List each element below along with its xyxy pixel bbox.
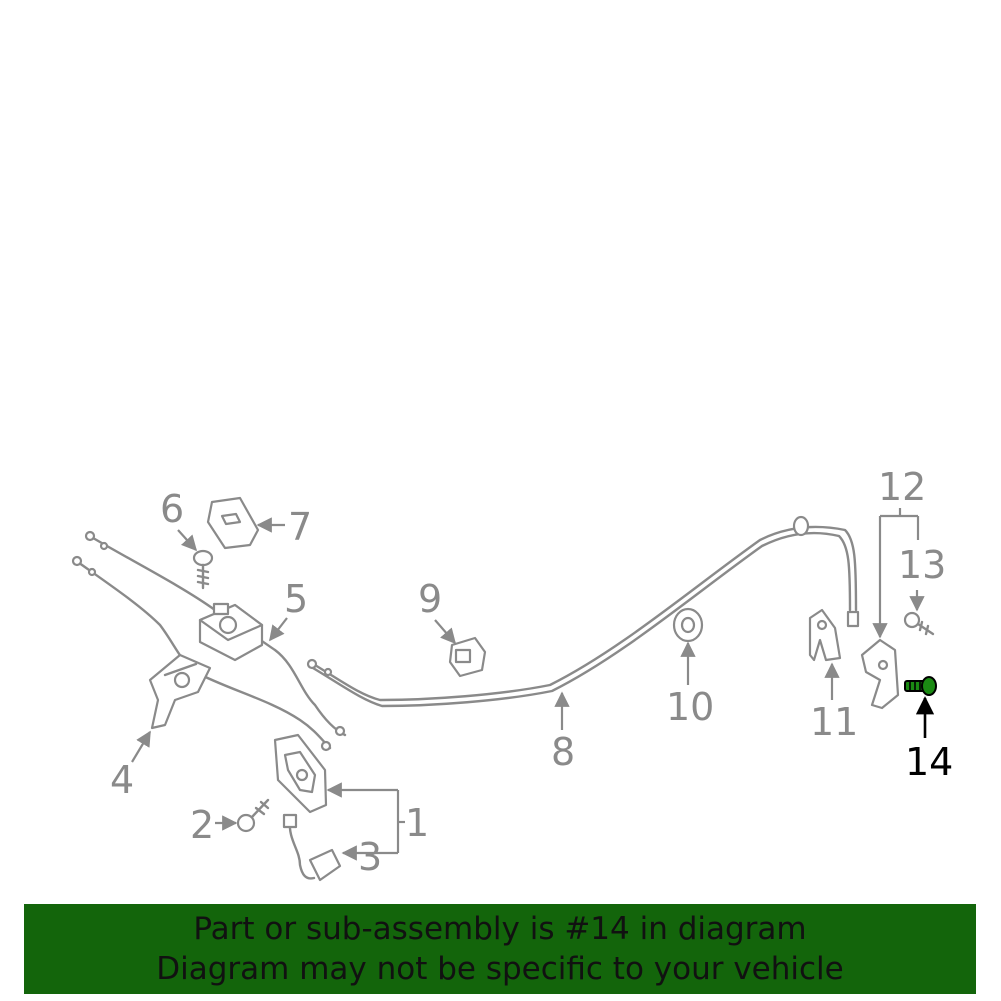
leader-lines: [131, 508, 935, 861]
part-info-banner: Part or sub-assembly is #14 in diagram D…: [24, 904, 976, 994]
sensor-part-3: [282, 813, 342, 882]
label-9: 9: [418, 577, 442, 621]
junction-box-part-5: [198, 602, 264, 662]
label-12: 12: [878, 465, 926, 509]
label-7: 7: [288, 505, 312, 549]
bolt-part-14-highlighted: [904, 676, 937, 696]
connector-part-9: [448, 636, 487, 678]
label-2: 2: [190, 803, 214, 847]
banner-line-2: Diagram may not be specific to your vehi…: [156, 951, 844, 987]
label-8: 8: [551, 730, 575, 774]
label-1: 1: [405, 801, 429, 845]
cable-upper: [84, 530, 347, 737]
bracket-part-11: [808, 608, 842, 662]
clip-part-7: [206, 496, 260, 550]
label-11: 11: [810, 700, 858, 744]
bolt-part-2: [236, 798, 270, 833]
latch-part-1: [273, 733, 328, 814]
label-3: 3: [358, 835, 382, 879]
label-5: 5: [284, 577, 308, 621]
cable-part-8: [306, 515, 860, 708]
bracket-part-12: [860, 638, 900, 710]
screw-part-6: [192, 549, 214, 590]
grommet-part-10: [672, 607, 704, 643]
label-4: 4: [110, 758, 134, 802]
label-6: 6: [160, 487, 184, 531]
label-13: 13: [898, 543, 946, 587]
label-10: 10: [666, 685, 714, 729]
lever-part-4: [148, 653, 212, 730]
banner-line-1: Part or sub-assembly is #14 in diagram: [193, 911, 807, 947]
bolt-part-13: [903, 611, 935, 636]
label-14-highlighted: 14: [905, 740, 953, 784]
